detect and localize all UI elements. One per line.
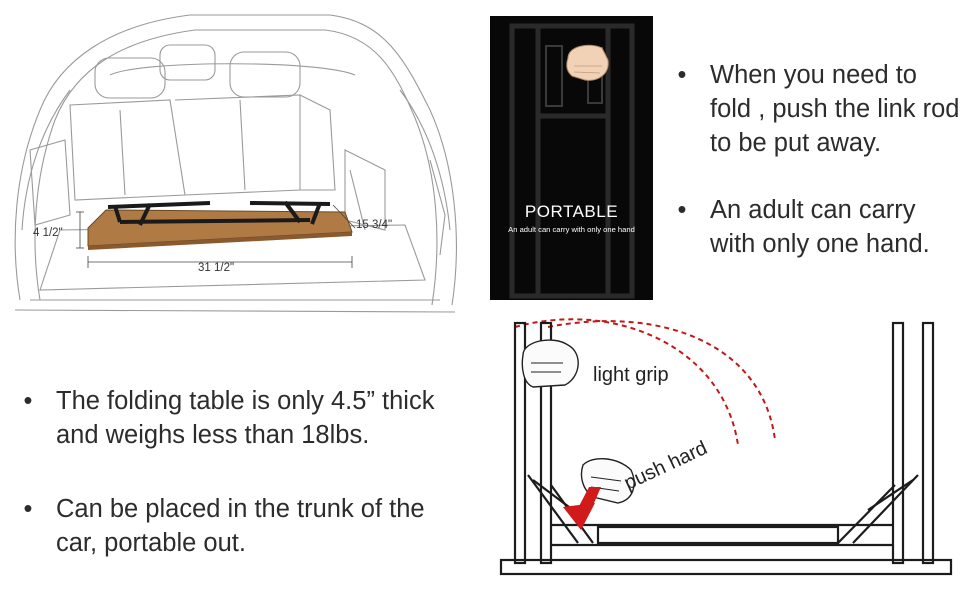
portable-title: PORTABLE bbox=[524, 202, 619, 221]
folded-frame-drawing bbox=[509, 23, 635, 299]
fold-path-arcs bbox=[514, 318, 776, 446]
dim-depth-label: 15 3/4" bbox=[356, 219, 392, 231]
bullet-carry: •An adult can carry with only one hand. bbox=[672, 193, 964, 261]
car-trunk-drawing: 4 1/2" 15 3/4" 31 1/2" bbox=[14, 14, 457, 313]
folding-diagram: light grip push hard bbox=[493, 305, 963, 600]
feature-list-left: •The folding table is only 4.5” thick an… bbox=[18, 384, 468, 600]
portable-subtitle: An adult can carry with only one hand bbox=[508, 225, 635, 234]
dim-thickness-label: 4 1/2" bbox=[33, 227, 63, 239]
feature-list-right: •When you need to fold , push the link r… bbox=[672, 58, 964, 294]
folded-table-drawing bbox=[87, 200, 353, 250]
grip-hand-icon bbox=[521, 339, 579, 388]
bullet-dot-icon: • bbox=[677, 196, 687, 224]
folding-table-drawing: light grip push hard bbox=[499, 318, 953, 576]
bullet-thickness: •The folding table is only 4.5” thick an… bbox=[18, 384, 468, 452]
dim-length-label: 31 1/2" bbox=[198, 262, 234, 274]
bullet-dot-icon: • bbox=[677, 61, 687, 89]
light-grip-label: light grip bbox=[593, 364, 669, 386]
bullet-dot-icon: • bbox=[23, 387, 33, 415]
portable-photo: PORTABLE An adult can carry with only on… bbox=[490, 16, 653, 300]
bullet-dot-icon: • bbox=[23, 495, 33, 523]
bullet-fold: •When you need to fold , push the link r… bbox=[672, 58, 964, 160]
push-arrow-icon bbox=[563, 487, 601, 530]
car-trunk-illustration: 4 1/2" 15 3/4" 31 1/2" bbox=[0, 0, 470, 345]
push-hard-label: push hard bbox=[621, 437, 711, 495]
hand-icon bbox=[566, 44, 609, 81]
bullet-trunk: •Can be placed in the trunk of the car, … bbox=[18, 492, 468, 560]
